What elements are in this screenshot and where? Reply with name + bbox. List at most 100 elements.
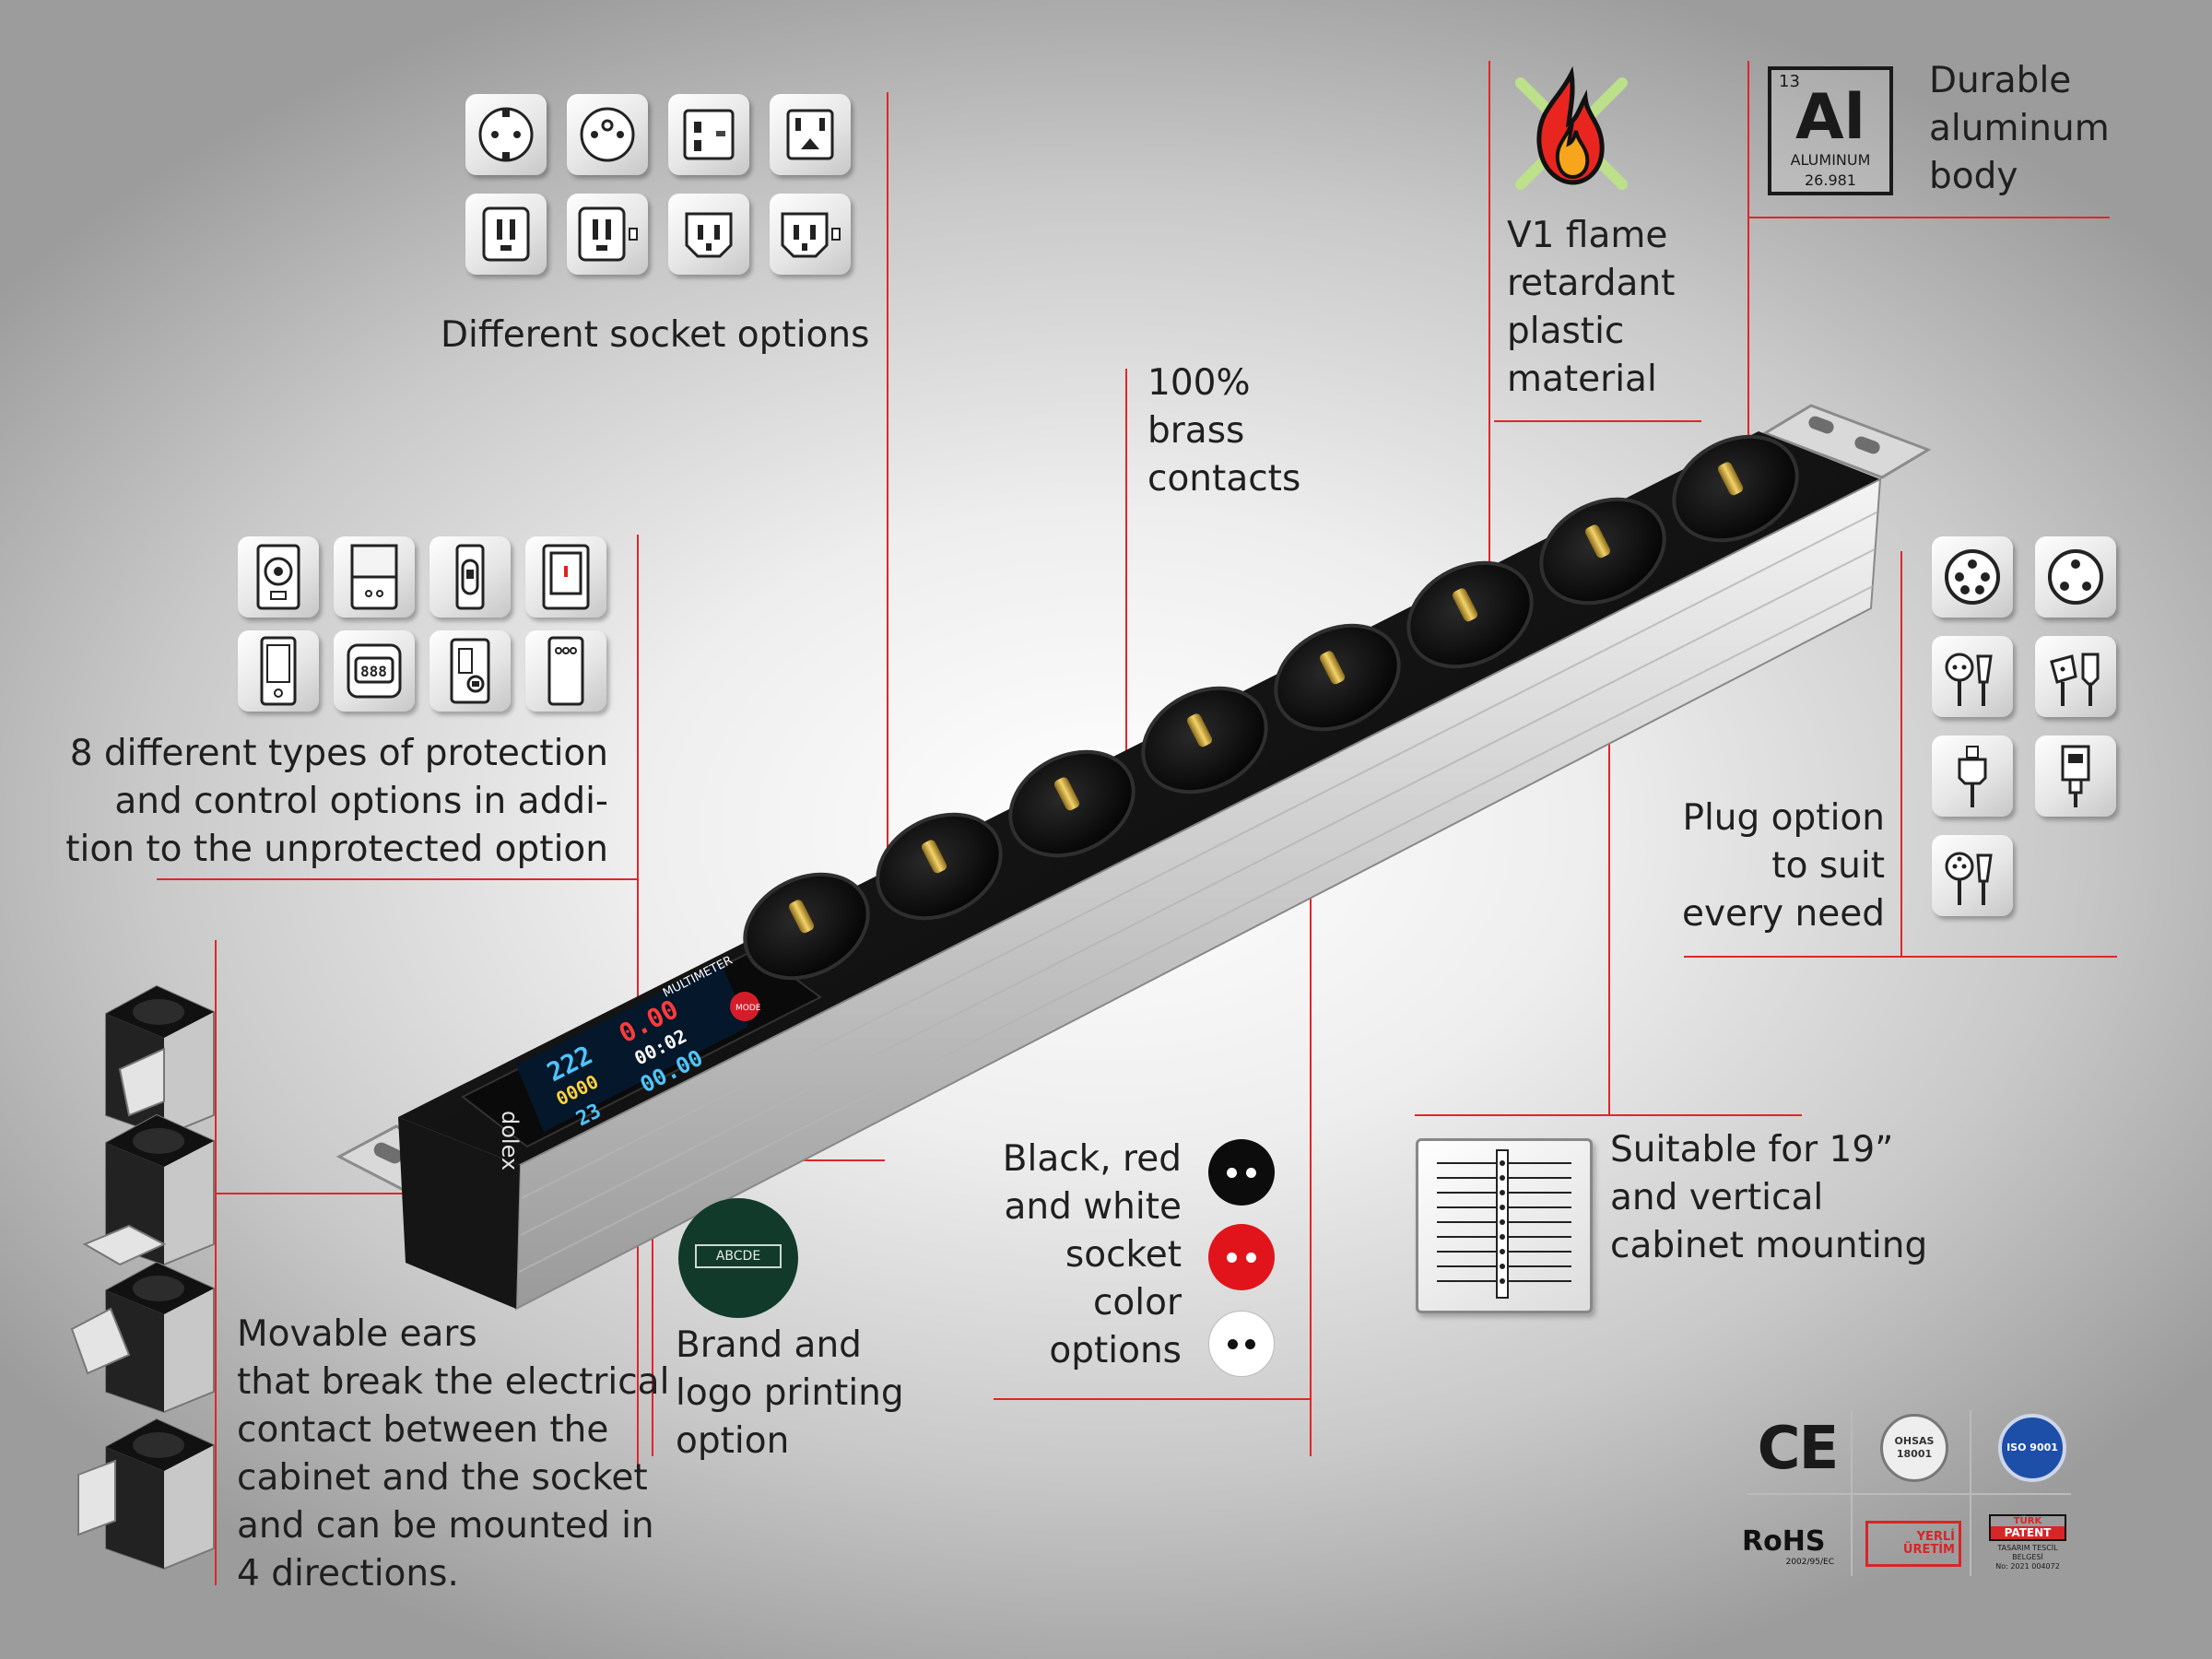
- c19-socket-icon: [465, 194, 547, 275]
- mode-button-label: MODE: [735, 1004, 761, 1013]
- ears-line-4: cabinet and the socket: [237, 1457, 648, 1499]
- aluminum-element-tile: 13 Al ALUMINUM 26.981: [1768, 66, 1893, 195]
- patent-line-2: BELGESİ: [2012, 1553, 2043, 1561]
- turk-patent-box: TÜRK PATENT: [1989, 1514, 2066, 1541]
- illuminated-switch-icon: [238, 630, 319, 712]
- c13-socket-lock-icon: [770, 194, 851, 275]
- plug-line-3: every need: [1681, 893, 1885, 935]
- color-line-5: options: [1049, 1330, 1182, 1371]
- element-name: ALUMINUM: [1790, 151, 1871, 169]
- c13-socket-icon: [668, 194, 749, 275]
- turk-patent-mark: TÜRK PATENT TASARIM TESCİL BELGESİ No: 2…: [1982, 1514, 2074, 1581]
- cert-divider-v1: [1851, 1410, 1853, 1576]
- color-line-1: Black, red: [1002, 1138, 1182, 1180]
- ear-orientation-4: [77, 1418, 215, 1571]
- surge-protector-icon: [429, 630, 511, 712]
- svg-text:888: 888: [360, 663, 387, 680]
- socket-color-caption: Black, red and white socket color option…: [922, 1135, 1182, 1375]
- ear-orientation-3: [70, 1261, 215, 1414]
- flame-line-4: material: [1507, 359, 1657, 400]
- brand-line-3: option: [676, 1420, 790, 1462]
- brass-line-1: 100%: [1147, 362, 1251, 404]
- rohs-mark: RoHS 2002/95/EC: [1742, 1526, 1841, 1582]
- socket-7: [1539, 497, 1666, 606]
- protection-line-2: and control options in addi-: [114, 781, 608, 822]
- flame-line-2: retardant: [1507, 263, 1676, 304]
- patent-main: PATENT: [1991, 1526, 2065, 1539]
- indicator-lights-icon: [525, 630, 606, 712]
- flame-line-1: V1 flame: [1507, 215, 1668, 256]
- patent-top: TÜRK: [2013, 1516, 2042, 1526]
- c20-plug-icon: [2035, 735, 2116, 817]
- element-number: 13: [1779, 72, 1800, 91]
- ohsas-badge: OHSAS 18001: [1880, 1414, 1948, 1482]
- ears-line-1: Movable ears: [237, 1313, 477, 1355]
- flame-line-3: plastic: [1507, 311, 1625, 352]
- schuko-angled-plug-icon: [1932, 636, 2013, 717]
- french-angled-plug-icon: [1932, 835, 2013, 916]
- white-socket-swatch: [1208, 1311, 1275, 1377]
- socket-5: [1274, 623, 1401, 732]
- us-30a-socket-icon: [770, 94, 851, 175]
- iso-text: ISO 9001: [2006, 1441, 2058, 1453]
- rocker-switch-icon: [525, 536, 606, 618]
- rohs-subtext: 2002/95/EC: [1785, 1558, 1834, 1567]
- patent-line-1: TASARIM TESCİL: [1997, 1544, 2058, 1552]
- socket-row: [743, 434, 1799, 981]
- right-mounting-ear: [1761, 404, 1932, 479]
- black-socket-swatch: [1208, 1139, 1275, 1206]
- aluminum-line-3: body: [1929, 156, 2018, 197]
- flame-retardant-icon: [1515, 65, 1628, 190]
- uk-angled-plug-icon: [2035, 636, 2116, 717]
- brass-line-3: contacts: [1147, 458, 1301, 500]
- brand-badge-text: ABCDE: [695, 1244, 782, 1268]
- socket-6: [1406, 560, 1534, 669]
- ears-line-6: 4 directions.: [237, 1553, 459, 1594]
- socket-8: [1672, 434, 1799, 543]
- yerli-uretim-mark: YERLİ ÜRETİM: [1865, 1521, 1961, 1567]
- plug-options-caption: Plug option to suit every need: [1567, 794, 1885, 938]
- ears-line-3: contact between the: [237, 1409, 609, 1451]
- ce-mark: CE: [1757, 1415, 1840, 1483]
- fuse-icon: [429, 536, 511, 618]
- mode-button[interactable]: [730, 992, 759, 1021]
- uk-socket-icon: [668, 94, 749, 175]
- schuko-socket-icon: [465, 94, 547, 175]
- aluminum-body-caption: Durable aluminum body: [1929, 57, 2110, 201]
- ears-line-2: that break the electrical: [237, 1361, 670, 1403]
- brand-line-2: logo printing: [676, 1372, 904, 1414]
- element-mass: 26.981: [1805, 171, 1856, 189]
- socket-4: [1141, 686, 1268, 794]
- brand-printing-caption: Brand and logo printing option: [676, 1322, 904, 1465]
- c14-plug-icon: [1932, 735, 2013, 817]
- protection-options-caption: 8 different types of protection and cont…: [37, 730, 608, 874]
- brand-logo: dolex: [497, 1111, 523, 1171]
- mounting-line-1: Suitable for 19”: [1610, 1129, 1894, 1171]
- aluminum-line-2: aluminum: [1929, 108, 2110, 149]
- cert-divider-v2: [1970, 1410, 1971, 1576]
- yerli-uretim-text: YERLİ ÜRETİM: [1902, 1530, 1955, 1557]
- french-socket-icon: [567, 94, 648, 175]
- brand-line-1: Brand and: [676, 1324, 862, 1366]
- aluminum-line-1: Durable: [1929, 60, 2072, 101]
- cabinet-mounting-caption: Suitable for 19” and vertical cabinet mo…: [1610, 1126, 1927, 1270]
- socket-3: [1008, 749, 1135, 858]
- cert-divider-h: [1747, 1493, 2071, 1495]
- brand-printing-badge: ABCDE: [678, 1198, 798, 1318]
- color-line-4: color: [1092, 1282, 1182, 1324]
- ear-orientation-1: [105, 984, 215, 1137]
- brass-contacts-caption: 100% brass contacts: [1147, 359, 1300, 503]
- plug-line-1: Plug option: [1682, 797, 1885, 839]
- digital-meter-icon: 888: [334, 630, 415, 712]
- ears-line-5: and can be mounted in: [237, 1505, 654, 1547]
- socket-options-caption: Different socket options: [441, 314, 870, 356]
- socket-1: [743, 872, 870, 981]
- element-symbol: Al: [1795, 81, 1865, 154]
- brass-line-2: brass: [1147, 410, 1245, 452]
- iso-badge: ISO 9001: [1998, 1414, 2066, 1482]
- ohsas-text: OHSAS 18001: [1894, 1435, 1935, 1460]
- color-line-2: and white: [1004, 1186, 1182, 1228]
- circuit-breaker-icon: [238, 536, 319, 618]
- plug-line-2: to suit: [1771, 845, 1885, 887]
- protection-line-3: tion to the unprotected option: [65, 829, 608, 870]
